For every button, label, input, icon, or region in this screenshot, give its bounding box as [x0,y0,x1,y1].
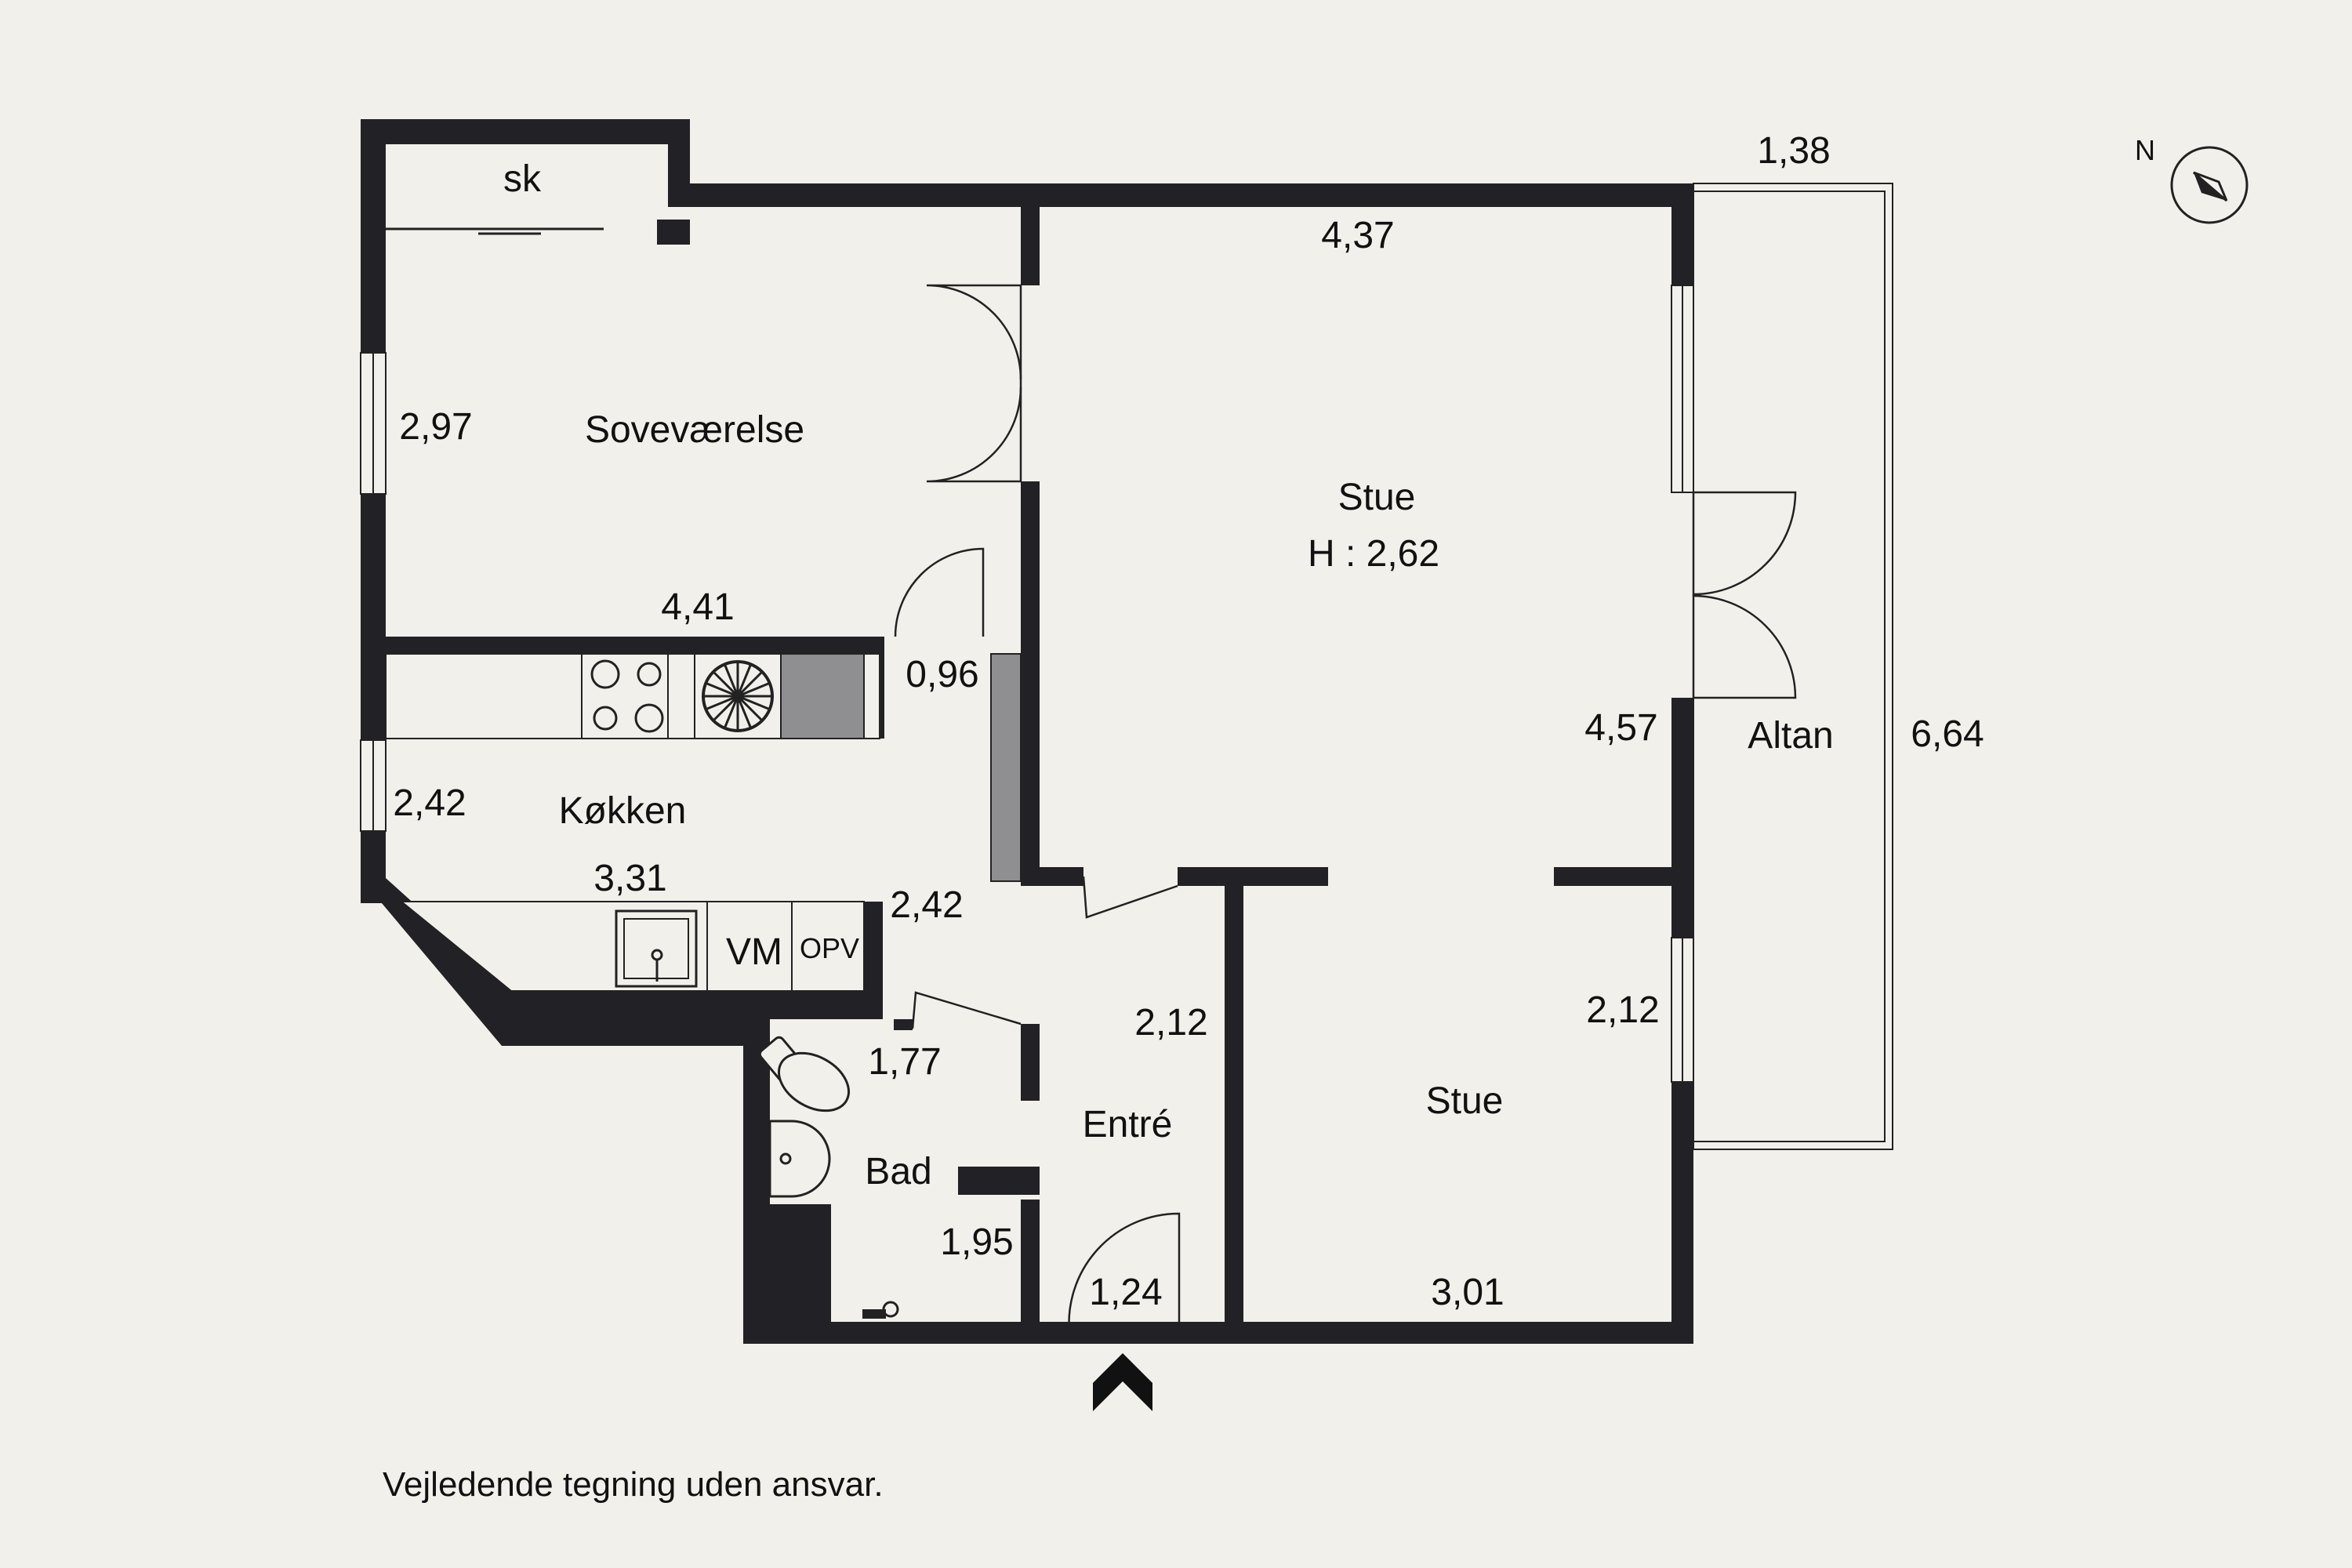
dim-kok-width: 3,31 [593,858,666,899]
room-bad: Bad [865,1151,931,1192]
compass-north-label: N [2135,134,2155,166]
room-altan: Altan [1748,715,1833,757]
dim-hall-width: 0,96 [906,654,978,695]
washbasin-icon [768,1120,831,1198]
room-stue-top: Stue [1338,477,1416,518]
shower-tap-icon [862,1301,899,1319]
room-entre: Entré [1083,1104,1173,1145]
kitchen-counter-top [385,653,880,739]
walls [361,119,1693,1344]
dim-stue-top-width: 4,37 [1321,215,1394,256]
hall-cabinet [990,653,1022,882]
room-sovevaerelse: Soveværelse [585,409,804,451]
room-sk: sk [503,158,542,200]
doors [894,284,1797,1334]
dim-kok-side: 2,42 [890,884,963,926]
dim-stue-bottom-height: 2,12 [1586,989,1659,1031]
fixture-vm: VM [726,931,782,973]
closet-sliding-door [386,227,604,235]
fixture-opv: OPV [800,932,859,964]
dim-sove-height: 2,97 [399,406,472,448]
dim-kok-height: 2,42 [393,782,466,824]
entrance-arrow-icon [1093,1353,1152,1411]
dim-entre-height: 2,12 [1134,1002,1207,1044]
dim-altan-length: 6,64 [1911,713,1984,755]
dim-stue-depth: 4,57 [1584,707,1657,749]
dim-sove-width: 4,41 [661,586,734,628]
windows [360,285,1694,1083]
dim-entre-width: 1,24 [1089,1272,1162,1313]
disclaimer: Vejledende tegning uden ansvar. [383,1465,884,1504]
dim-stue-bottom-width: 3,01 [1431,1272,1504,1313]
compass-icon [2170,146,2249,224]
room-stue-bottom: Stue [1426,1080,1504,1122]
fan-icon [702,660,774,732]
kitchen-counter-bottom [399,901,865,992]
dim-altan-width: 1,38 [1757,130,1830,172]
dim-bad-width: 1,77 [868,1041,941,1083]
dim-bad-height: 1,95 [940,1221,1013,1263]
toilet-icon [758,1036,851,1112]
room-kokken: Køkken [559,790,687,832]
room-stue-height: H : 2,62 [1308,533,1439,575]
